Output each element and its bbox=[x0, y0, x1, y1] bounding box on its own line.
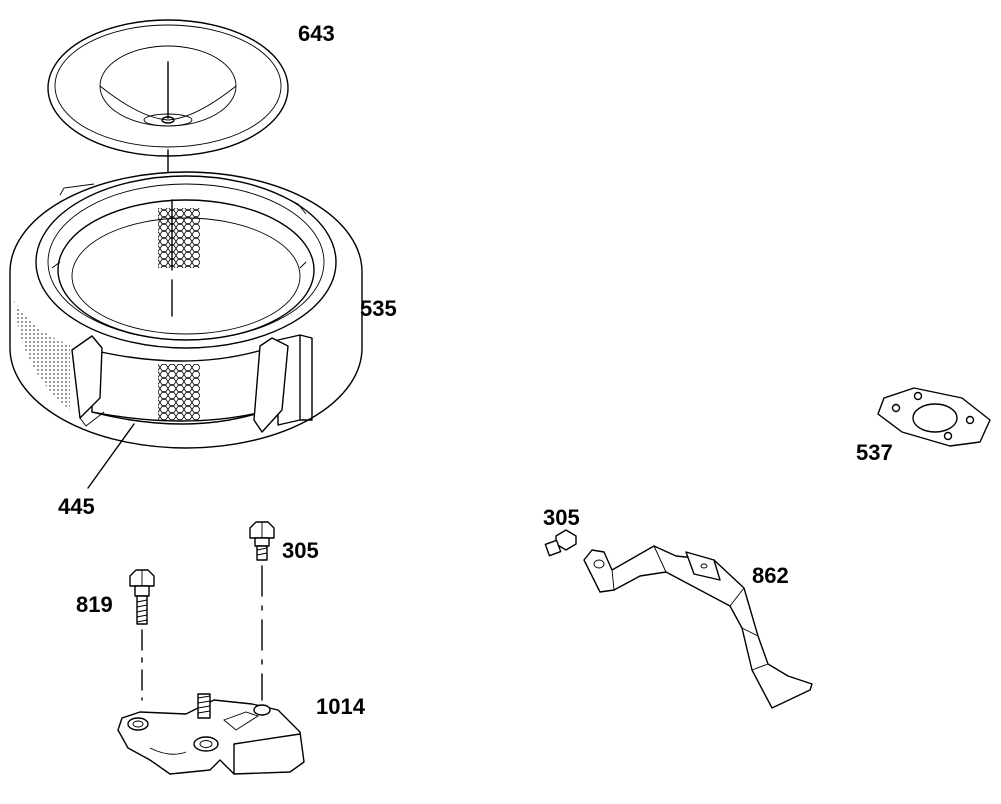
label-305-left: 305 bbox=[282, 538, 319, 563]
label-535: 535 bbox=[360, 296, 397, 321]
base-bracket-part bbox=[117, 693, 305, 775]
label-445: 445 bbox=[58, 494, 95, 519]
label-862: 862 bbox=[752, 563, 789, 588]
label-819: 819 bbox=[76, 592, 113, 617]
support-bracket-part bbox=[583, 545, 813, 709]
bolt-part bbox=[129, 569, 155, 625]
label-643: 643 bbox=[298, 21, 335, 46]
leader-line bbox=[87, 423, 135, 489]
screw-part bbox=[249, 521, 275, 561]
air-cleaner-cover-part bbox=[47, 19, 289, 157]
screw-part-right bbox=[544, 529, 577, 557]
label-1014: 1014 bbox=[316, 694, 366, 719]
label-305-right: 305 bbox=[543, 505, 580, 530]
gasket-part bbox=[877, 387, 991, 447]
pre-cleaner-part bbox=[71, 199, 289, 433]
label-537: 537 bbox=[856, 440, 893, 465]
